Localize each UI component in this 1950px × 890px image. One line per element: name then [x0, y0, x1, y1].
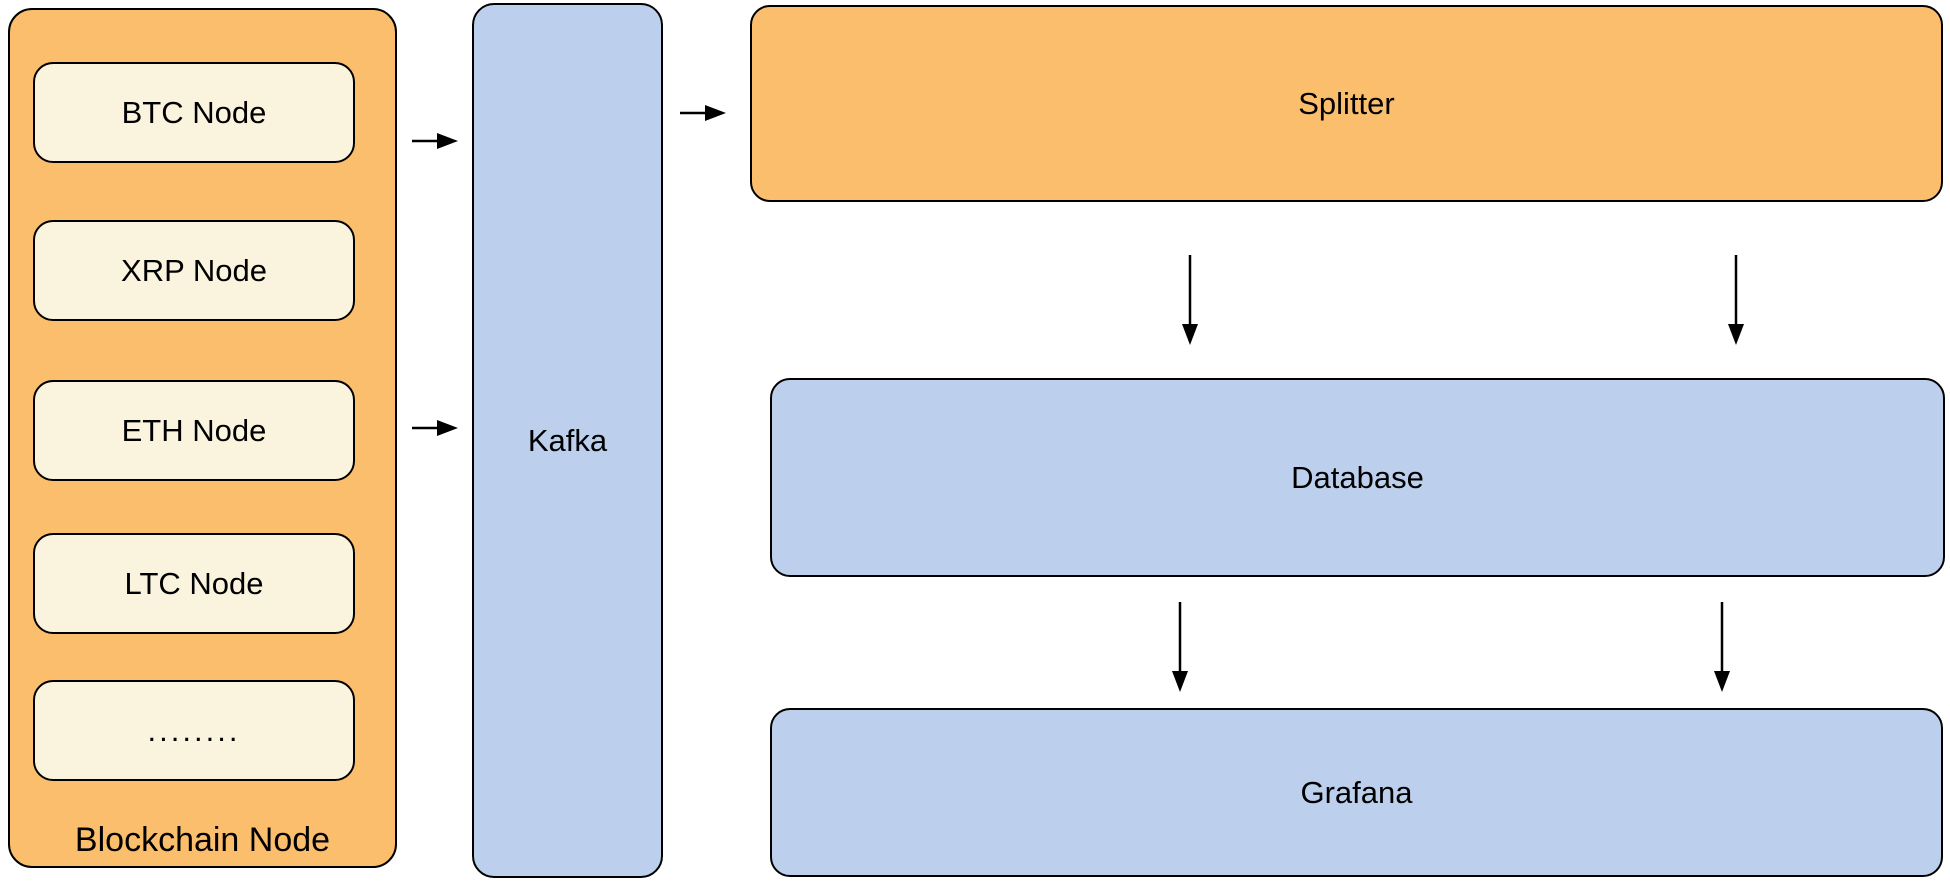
arrowhead [1728, 324, 1744, 345]
splitter-box: Splitter [750, 5, 1943, 202]
node-eth: ETH Node [33, 380, 355, 481]
arrowhead [437, 133, 458, 149]
arrow-splitter-to-database-left [1182, 255, 1198, 345]
arrowhead [705, 105, 726, 121]
node-btc-label: BTC Node [121, 94, 267, 130]
arrow-database-to-grafana-left [1172, 602, 1188, 692]
database-box: Database [770, 378, 1945, 577]
grafana-label: Grafana [1300, 774, 1413, 810]
arrowhead [1182, 324, 1198, 345]
grafana-box: Grafana [770, 708, 1943, 877]
arrowhead [1172, 671, 1188, 692]
arrowhead [1714, 671, 1730, 692]
blockchain-group-label: Blockchain Node [74, 821, 331, 859]
splitter-label: Splitter [1298, 85, 1395, 121]
kafka-box: Kafka [472, 3, 663, 878]
node-eth-label: ETH Node [121, 412, 267, 448]
node-btc: BTC Node [33, 62, 355, 163]
arrowhead [437, 420, 458, 436]
kafka-label: Kafka [527, 422, 608, 458]
node-ltc: LTC Node [33, 533, 355, 634]
arrow-eth-to-kafka [412, 420, 458, 436]
node-xrp: XRP Node [33, 220, 355, 321]
arrow-kafka-to-splitter [680, 105, 726, 121]
node-ellipsis-label: ........ [147, 712, 241, 748]
node-ltc-label: LTC Node [124, 565, 264, 601]
arrow-splitter-to-database-right [1728, 255, 1744, 345]
node-xrp-label: XRP Node [121, 252, 267, 288]
arrow-database-to-grafana-right [1714, 602, 1730, 692]
arrow-btc-to-kafka [412, 133, 458, 149]
node-ellipsis: ........ [33, 680, 355, 781]
database-label: Database [1291, 459, 1424, 495]
